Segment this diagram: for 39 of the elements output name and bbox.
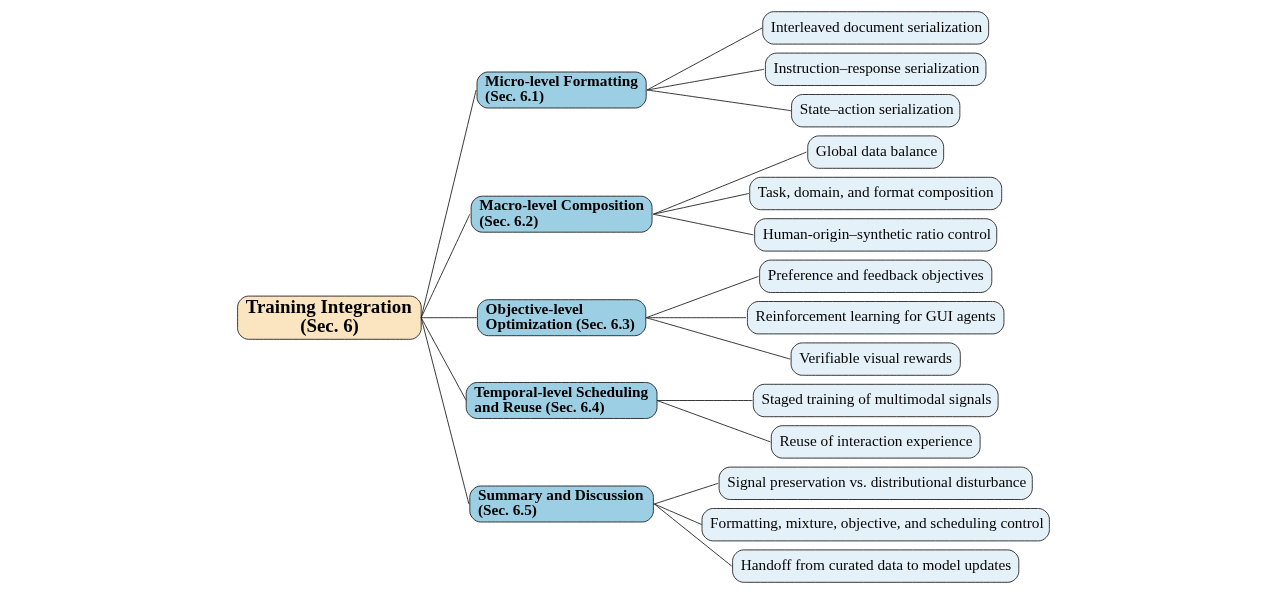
connector — [652, 151, 807, 215]
node-box: Human-origin–synthetic ratio control — [753, 218, 997, 252]
node-box: Verifiable visual rewards — [790, 342, 961, 376]
connector — [653, 503, 702, 526]
connector — [420, 317, 467, 401]
connector — [652, 213, 754, 236]
node-box: Micro-level Formatting (Sec. 6.1) — [476, 71, 647, 109]
node-box: Global data balance — [806, 135, 944, 169]
node-box: Handoff from curated data to model updates — [731, 549, 1019, 583]
connector — [646, 68, 765, 91]
node-box: Macro-level Composition (Sec. 6.2) — [470, 195, 652, 233]
node-box: Instruction–response serialization — [764, 52, 986, 86]
connector — [645, 275, 759, 319]
connector — [420, 317, 477, 319]
connector — [652, 193, 749, 215]
node-box: Staged training of multimodal signals — [752, 383, 999, 418]
connector — [420, 213, 470, 319]
node-box: Interleaved document serialization — [761, 11, 989, 45]
connector — [646, 89, 792, 112]
node-box: Formatting, mixture, objective, and scheduling control — [701, 508, 1050, 542]
node-box: State–action serialization — [790, 94, 960, 128]
connector — [656, 400, 753, 401]
node-box: Reuse of interaction experience — [770, 425, 981, 459]
connector — [646, 27, 763, 91]
node-box: Signal preservation vs. distributional disturbance — [718, 466, 1033, 500]
node-box: Preference and feedback objectives — [758, 259, 992, 293]
connector — [645, 317, 791, 360]
node-box: Temporal-level Scheduling and Reuse (Sec. 6.4) — [465, 382, 657, 419]
connector — [656, 400, 771, 443]
node-box: Objective-level Optimization (Sec. 6.3) — [476, 299, 646, 337]
node-box: Summary and Discussion (Sec. 6.5) — [468, 485, 654, 523]
node-box: Task, domain, and format composition — [748, 176, 1002, 211]
connector — [420, 89, 477, 319]
connector — [420, 317, 469, 505]
node-box: Training Integration (Sec. 6) — [236, 295, 422, 340]
connector — [653, 482, 719, 505]
node-box: Reinforcement learning for GUI agents — [746, 301, 1004, 335]
connector — [653, 503, 732, 567]
connector — [645, 317, 747, 319]
